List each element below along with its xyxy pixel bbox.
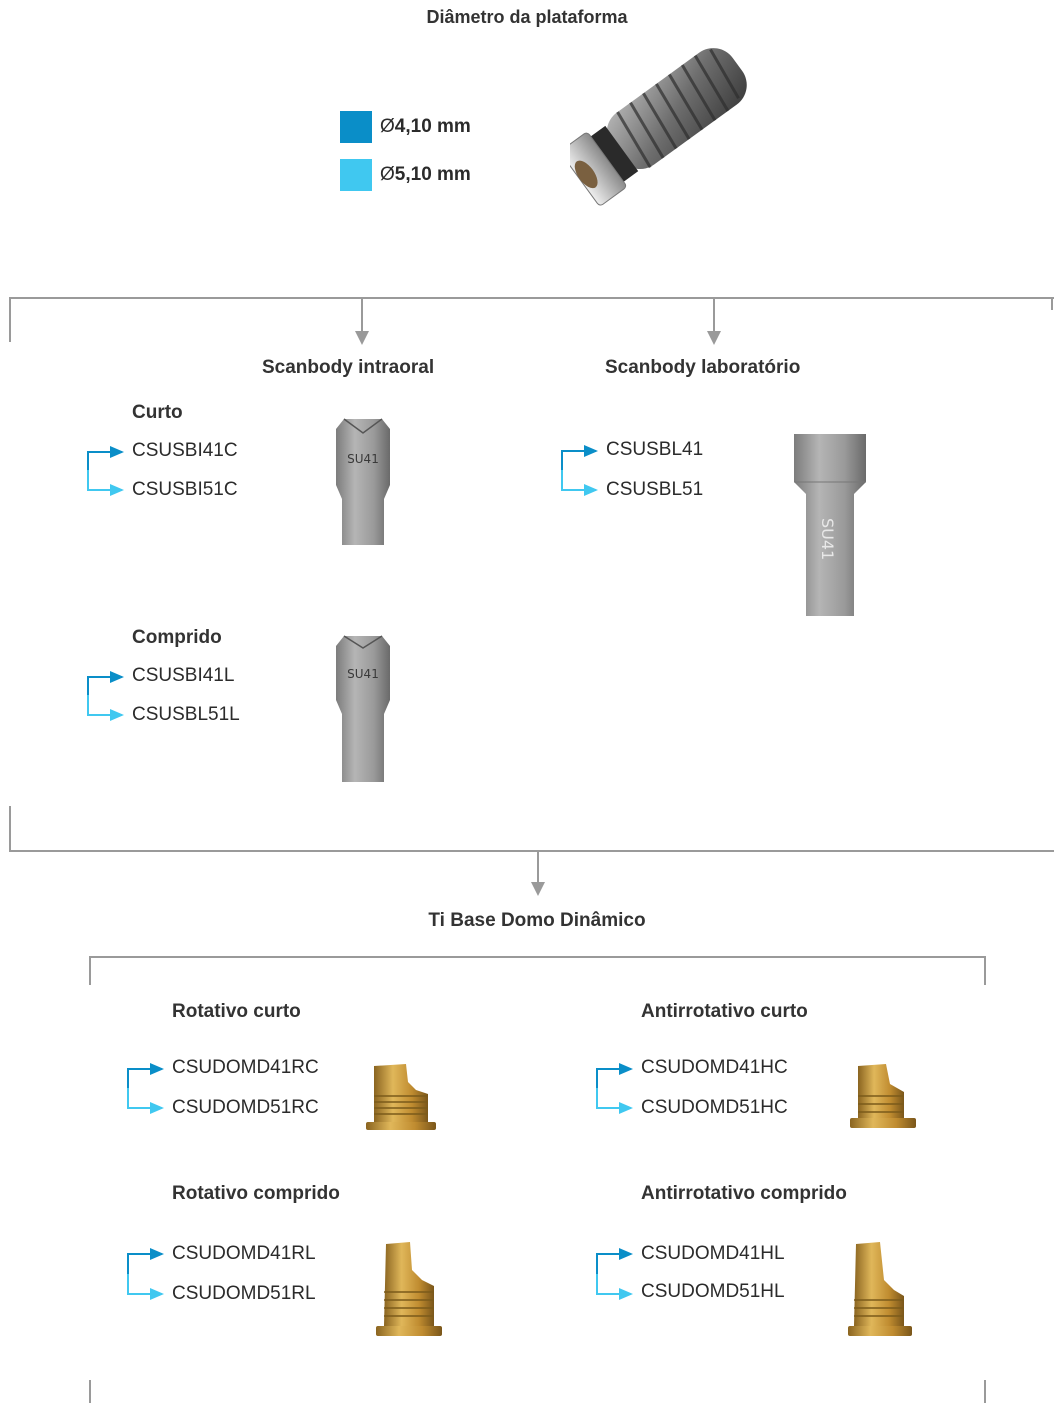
legend-item-5-10: Ø5,10 mm	[340, 159, 471, 191]
code-csudomd51hl: CSUDOMD51HL	[641, 1281, 785, 1302]
code-csusbl51: CSUSBL51	[606, 479, 704, 500]
code-csusbi41c: CSUSBI41C	[132, 440, 238, 461]
scanbody-engraving: SU41	[347, 452, 379, 466]
code-csudomd41rc: CSUDOMD41RC	[172, 1057, 319, 1078]
comprido-label: Comprido	[132, 627, 222, 648]
tibase-antirrotativo-curto-image	[850, 1064, 916, 1128]
legend-item-4-10: Ø4,10 mm	[340, 111, 471, 143]
legend-label: 4,10 mm	[394, 116, 471, 137]
antirrotativo-comprido-label: Antirrotativo comprido	[641, 1183, 847, 1204]
rotativo-comprido-label: Rotativo comprido	[172, 1183, 340, 1204]
code-csusbl41: CSUSBL41	[606, 439, 704, 460]
code-csudomd41hc: CSUDOMD41HC	[641, 1057, 788, 1078]
scanbody-intraoral-long-image: SU41	[336, 635, 390, 782]
implant-image	[570, 48, 747, 206]
legend-swatch-light-blue	[340, 159, 372, 191]
code-csudomd51rc: CSUDOMD51RC	[172, 1097, 319, 1118]
code-csusbi51c: CSUSBI51C	[132, 479, 238, 500]
rotativo-curto-label: Rotativo curto	[172, 1001, 301, 1022]
tibase-title: Ti Base Domo Dinâmico	[428, 910, 646, 931]
code-csusbi41l: CSUSBI41L	[132, 665, 235, 686]
scanbody-intraoral-short-image: SU41	[336, 418, 390, 545]
code-csudomd41rl: CSUDOMD41RL	[172, 1243, 316, 1264]
diameter-symbol: Ø	[380, 164, 395, 185]
code-csudomd41hl: CSUDOMD41HL	[641, 1243, 785, 1264]
code-csusbl51l: CSUSBL51L	[132, 704, 240, 725]
code-csudomd51hc: CSUDOMD51HC	[641, 1097, 788, 1118]
tibase-rotativo-curto-image	[366, 1064, 436, 1130]
code-csudomd51rl: CSUDOMD51RL	[172, 1283, 316, 1304]
tibase-antirrotativo-comprido-image	[848, 1242, 912, 1336]
antirrotativo-curto-label: Antirrotativo curto	[641, 1001, 808, 1022]
legend-swatch-dark-blue	[340, 111, 372, 143]
scanbody-engraving: SU41	[347, 667, 379, 681]
curto-label: Curto	[132, 402, 183, 423]
tibase-rotativo-comprido-image	[376, 1242, 442, 1336]
scanbody-engraving: SU41	[818, 518, 837, 560]
scanbody-intraoral-title: Scanbody intraoral	[262, 357, 435, 378]
diameter-symbol: Ø	[380, 116, 395, 137]
scanbody-laboratorio-image: SU41	[794, 434, 866, 616]
legend-label: 5,10 mm	[394, 164, 471, 185]
legend: Ø4,10 mm Ø5,10 mm	[340, 111, 471, 191]
page-title: Diâmetro da plataforma	[426, 7, 628, 27]
scanbody-laboratorio-title: Scanbody laboratório	[605, 357, 801, 378]
